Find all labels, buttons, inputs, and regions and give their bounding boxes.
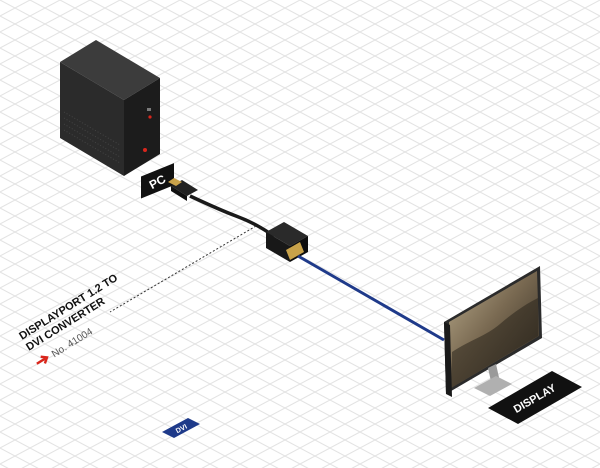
dvi-converter-icon [266, 222, 308, 262]
dvi-badge-label: DVI [175, 423, 189, 435]
red-arrow-icon [36, 355, 49, 365]
pc-tower-icon [60, 40, 160, 176]
dvi-badge: DVI [162, 418, 200, 438]
leader-line [109, 225, 257, 313]
monitor-icon [444, 266, 542, 397]
displayport-cable [189, 194, 275, 238]
pc-label-tag: PC [141, 163, 174, 199]
dvi-cable [297, 254, 445, 342]
displayport-plug-icon [168, 178, 198, 201]
